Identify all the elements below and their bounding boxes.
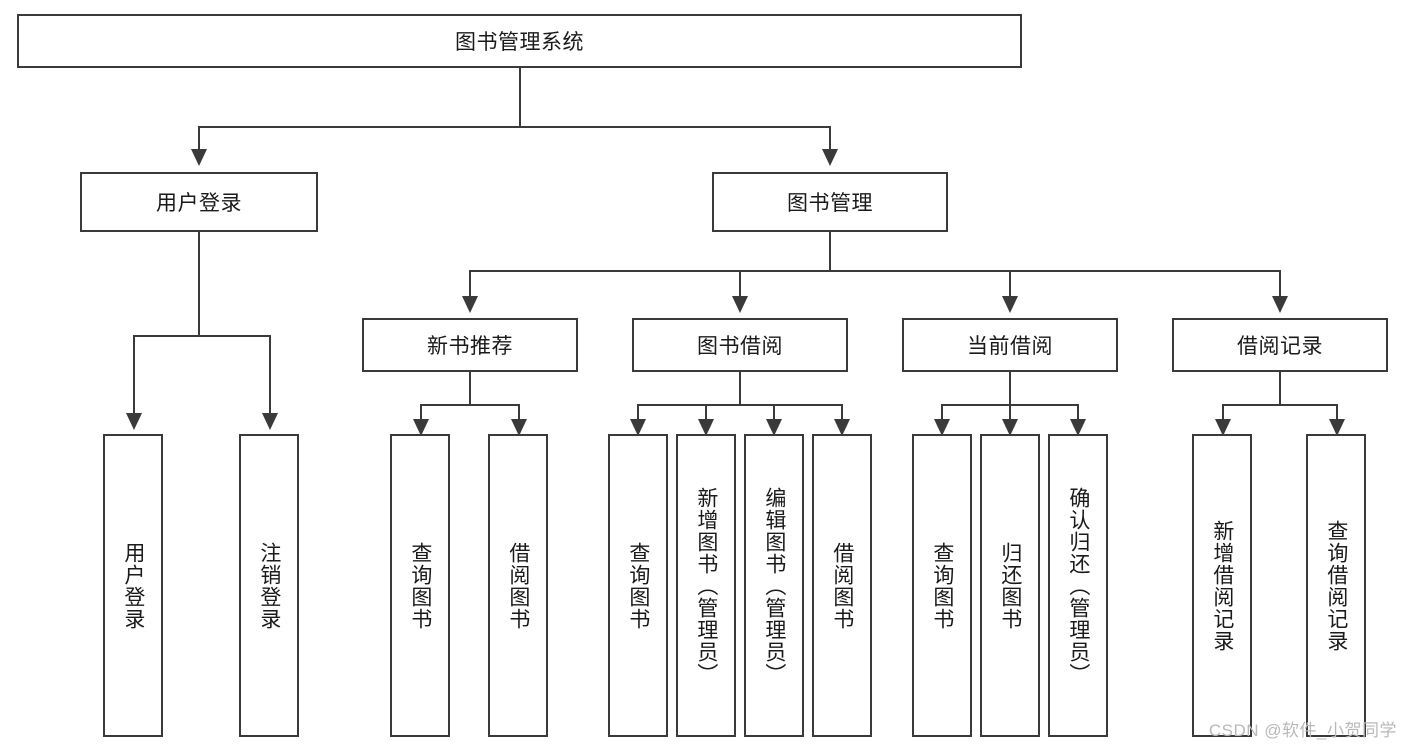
connector-book-borrow-stem (739, 372, 741, 404)
connector-new-book-bus (420, 404, 520, 406)
arrow-book-manage-to-borrow (732, 296, 748, 313)
node-new-book-recommend[interactable]: 新书推荐 (362, 318, 578, 372)
connector-book-manage-to-new-book (469, 270, 471, 296)
connector-root-to-user-login (198, 126, 200, 149)
leaf-borrow-record-add[interactable]: 新增借阅记录 (1192, 434, 1252, 737)
leaf-book-borrow-query-label: 查询图书 (626, 541, 650, 630)
node-new-book-recommend-label: 新书推荐 (427, 335, 513, 358)
connector-root-stem (519, 68, 521, 126)
arrow-book-manage-to-current (1002, 296, 1018, 313)
arrow-current-borrow-to-confirm (1070, 419, 1086, 436)
connector-borrow-record-to-query (1336, 404, 1338, 419)
leaf-user-login-logout[interactable]: 注销登录 (239, 434, 299, 737)
connector-current-borrow-to-query (941, 404, 943, 419)
arrow-book-borrow-to-lend (834, 419, 850, 436)
connector-book-borrow-bus (637, 404, 843, 406)
connector-book-manage-to-record (1279, 270, 1281, 296)
connector-borrow-record-stem (1279, 372, 1281, 404)
connector-book-borrow-to-query (637, 404, 639, 419)
leaf-borrow-record-query-label: 查询借阅记录 (1324, 519, 1348, 652)
leaf-book-borrow-lend[interactable]: 借阅图书 (812, 434, 872, 737)
node-book-manage-label: 图书管理 (787, 192, 873, 215)
leaf-new-book-borrow[interactable]: 借阅图书 (488, 434, 548, 737)
leaf-borrow-record-query[interactable]: 查询借阅记录 (1306, 434, 1366, 737)
arrow-book-borrow-to-edit (766, 419, 782, 436)
node-current-borrow-label: 当前借阅 (967, 335, 1053, 358)
node-borrow-record-label: 借阅记录 (1237, 335, 1323, 358)
arrow-borrow-record-to-query (1329, 419, 1345, 436)
leaf-new-book-query-label: 查询图书 (408, 541, 432, 630)
arrow-root-to-user-login (191, 149, 207, 166)
connector-user-login-stem (198, 232, 200, 335)
leaf-current-borrow-query-label: 查询图书 (930, 541, 954, 630)
connector-book-borrow-to-add (705, 404, 707, 419)
leaf-user-login-login[interactable]: 用户登录 (103, 434, 163, 737)
node-root-system[interactable]: 图书管理系统 (17, 14, 1022, 68)
node-book-manage[interactable]: 图书管理 (712, 172, 948, 232)
connector-book-manage-to-current (1009, 270, 1011, 296)
leaf-user-login-logout-label: 注销登录 (257, 541, 281, 630)
leaf-book-borrow-edit[interactable]: 编辑图书（管理员） (744, 434, 804, 737)
leaf-current-borrow-return-label: 归还图书 (998, 541, 1022, 630)
arrow-borrow-record-to-add (1215, 419, 1231, 436)
leaf-book-borrow-add-label: 新增图书（管理员） (694, 486, 718, 685)
node-user-login[interactable]: 用户登录 (80, 172, 318, 232)
arrow-current-borrow-to-return (1002, 419, 1018, 436)
connector-borrow-record-to-add (1222, 404, 1224, 419)
connector-current-borrow-to-return (1009, 404, 1011, 419)
leaf-user-login-login-label: 用户登录 (121, 541, 145, 630)
arrow-book-manage-to-record (1272, 296, 1288, 313)
connector-user-login-to-logout (269, 335, 271, 413)
arrow-user-login-to-logout (262, 413, 278, 430)
connector-current-borrow-to-confirm (1077, 404, 1079, 419)
connector-user-login-to-login (133, 335, 135, 413)
leaf-current-borrow-confirm[interactable]: 确认归还（管理员） (1048, 434, 1108, 737)
connector-book-borrow-to-lend (841, 404, 843, 419)
arrow-current-borrow-to-query (934, 419, 950, 436)
connector-new-book-to-query (420, 404, 422, 419)
connector-new-book-stem (469, 372, 471, 404)
arrow-book-borrow-to-add (698, 419, 714, 436)
node-root-system-label: 图书管理系统 (455, 31, 584, 54)
leaf-book-borrow-edit-label: 编辑图书（管理员） (762, 486, 786, 685)
connector-borrow-record-bus (1222, 404, 1338, 406)
node-borrow-record[interactable]: 借阅记录 (1172, 318, 1388, 372)
connector-book-borrow-to-edit (773, 404, 775, 419)
connector-book-manage-stem (829, 232, 831, 270)
connector-root-bus (198, 126, 831, 128)
leaf-current-borrow-confirm-label: 确认归还（管理员） (1066, 486, 1090, 685)
watermark-text: CSDN @软件_小贺同学 (1208, 721, 1397, 740)
leaf-new-book-borrow-label: 借阅图书 (506, 541, 530, 630)
connector-book-manage-bus (469, 270, 1280, 272)
connector-user-login-bus (133, 335, 271, 337)
leaf-current-borrow-return[interactable]: 归还图书 (980, 434, 1040, 737)
node-user-login-label: 用户登录 (156, 192, 242, 215)
arrow-book-borrow-to-query (630, 419, 646, 436)
leaf-book-borrow-query[interactable]: 查询图书 (608, 434, 668, 737)
node-current-borrow[interactable]: 当前借阅 (902, 318, 1118, 372)
connector-current-borrow-stem (1009, 372, 1011, 404)
connector-new-book-to-borrow (518, 404, 520, 419)
leaf-borrow-record-add-label: 新增借阅记录 (1210, 519, 1234, 652)
node-book-borrow-label: 图书借阅 (697, 335, 783, 358)
arrow-root-to-book-manage (822, 149, 838, 166)
connector-root-to-book-manage (829, 126, 831, 149)
connector-book-manage-to-borrow (739, 270, 741, 296)
arrow-user-login-to-login (126, 413, 142, 430)
arrow-new-book-to-borrow (511, 419, 527, 436)
leaf-book-borrow-lend-label: 借阅图书 (830, 541, 854, 630)
arrow-new-book-to-query (413, 419, 429, 436)
leaf-current-borrow-query[interactable]: 查询图书 (912, 434, 972, 737)
arrow-book-manage-to-new-book (462, 296, 478, 313)
leaf-new-book-query[interactable]: 查询图书 (390, 434, 450, 737)
node-book-borrow[interactable]: 图书借阅 (632, 318, 848, 372)
leaf-book-borrow-add[interactable]: 新增图书（管理员） (676, 434, 736, 737)
